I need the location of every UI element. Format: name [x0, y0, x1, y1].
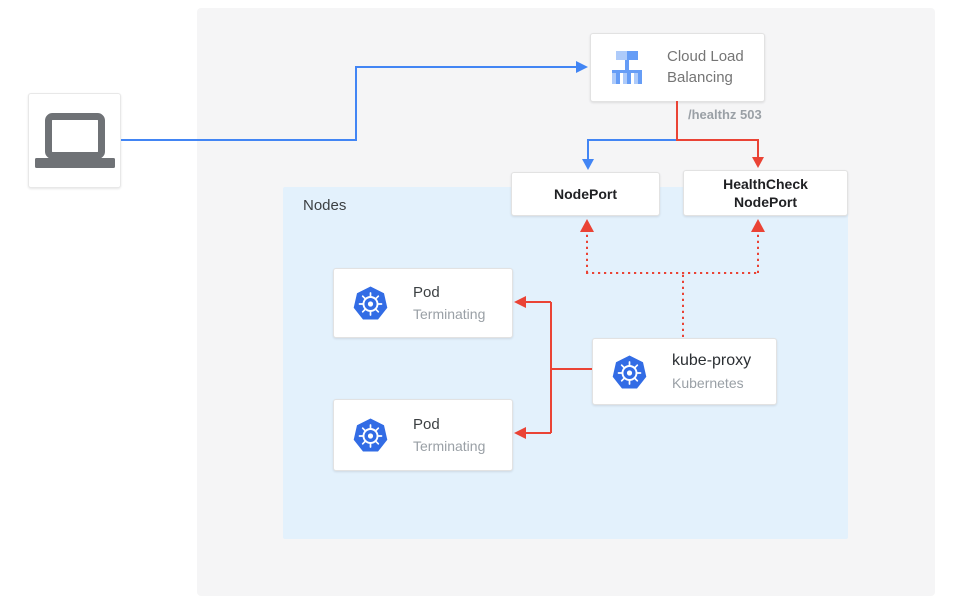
- nodeport-label: NodePort: [554, 185, 617, 202]
- cloud-load-balancing-icon: [609, 49, 645, 87]
- pod-2-title: Pod: [413, 416, 440, 434]
- healthz-status-label: /healthz 503: [688, 107, 762, 122]
- cloud-load-balancing-label: Cloud Load Balancing: [667, 48, 744, 86]
- kubernetes-icon: [353, 286, 388, 320]
- kube-proxy-title: kube-proxy: [672, 352, 752, 369]
- kube-proxy-node: kube-proxy Kubernetes: [592, 338, 777, 405]
- nodes-container-label: Nodes: [303, 197, 347, 214]
- healthcheck-nodeport-label: HealthCheck NodePort: [723, 175, 808, 210]
- pod-1-title: Pod: [413, 284, 440, 302]
- kubernetes-icon: [353, 418, 388, 452]
- pod-1-node: Pod Terminating: [333, 268, 513, 338]
- healthcheck-nodeport-node: HealthCheck NodePort: [683, 170, 848, 216]
- kube-proxy-subtitle: Kubernetes: [672, 374, 744, 391]
- pod-2-status: Terminating: [413, 437, 486, 454]
- pod-1-status: Terminating: [413, 305, 486, 322]
- pod-2-node: Pod Terminating: [333, 399, 513, 471]
- kubernetes-icon: [612, 355, 647, 388]
- laptop-icon: [34, 112, 115, 168]
- client-node: [28, 93, 121, 188]
- cloud-load-balancing-node: Cloud Load Balancing: [590, 33, 765, 102]
- nodeport-node: NodePort: [511, 172, 660, 216]
